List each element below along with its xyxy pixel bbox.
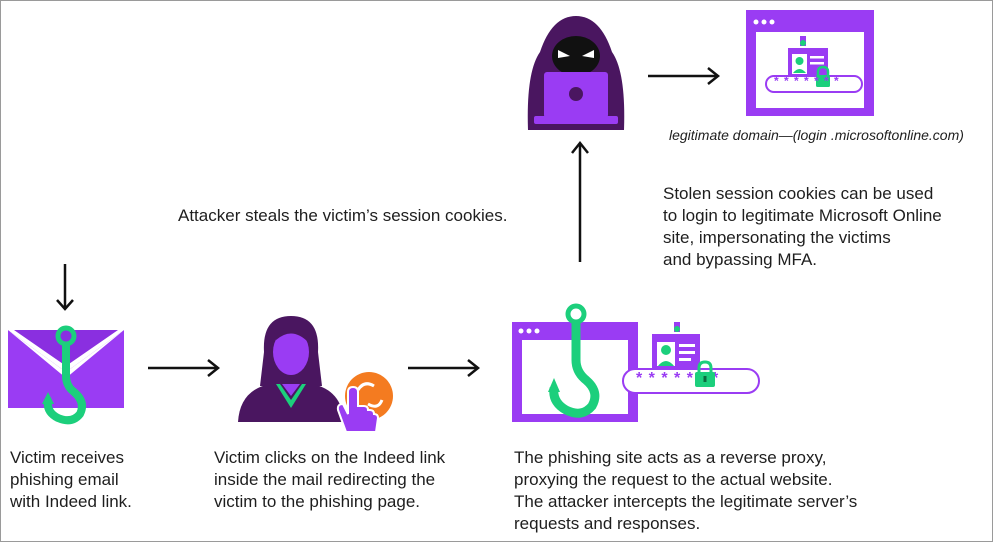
caption-legit-domain: legitimate domain—(login .microsoftonlin… [669, 127, 964, 143]
caption-line: inside the mail redirecting the [214, 470, 436, 489]
legit-password-mask: * * * * * * * [774, 74, 840, 88]
padlock-icon [695, 360, 715, 387]
caption-line: proxying the request to the actual websi… [514, 470, 833, 489]
caption-attacker-steals: Attacker steals the victim’s session coo… [178, 206, 508, 225]
arrow-victim-to-phishing-site [408, 359, 481, 377]
caption-line: The phishing site acts as a reverse prox… [514, 448, 827, 467]
arrow-email-to-victim [148, 359, 221, 377]
legit-site-icon [746, 10, 874, 116]
arrow-down-into-email [56, 264, 74, 311]
caption-line: requests and responses. [514, 514, 701, 533]
caption-stolen-cookies: Stolen session cookies can be used to lo… [663, 183, 942, 271]
password-field: * * * * * * * [622, 368, 760, 394]
caption-line: Victim receives [10, 448, 124, 467]
arrow-attacker-to-legit-site [648, 67, 721, 85]
victim-avatar-icon [238, 316, 344, 422]
arrow-site-up-to-attacker [571, 140, 589, 262]
caption-line: victim to the phishing page. [214, 492, 421, 511]
caption-line: site, impersonating the victims [663, 228, 891, 247]
caption-victim-receives: Victim receives phishing email with Inde… [10, 447, 132, 513]
hacker-icon [527, 16, 625, 130]
caption-line: Victim clicks on the Indeed link [214, 448, 446, 467]
id-badge-icon [652, 322, 700, 374]
phishing-site-icon [512, 303, 638, 422]
caption-line: to login to legitimate Microsoft Online [663, 206, 942, 225]
caption-proxy-site: The phishing site acts as a reverse prox… [514, 447, 857, 535]
caption-line: and bypassing MFA. [663, 250, 818, 269]
caption-line: phishing email [10, 470, 119, 489]
caption-line: The attacker intercepts the legitimate s… [514, 492, 858, 511]
phishing-email-icon [8, 325, 124, 425]
caption-victim-clicks: Victim clicks on the Indeed link inside … [214, 447, 445, 513]
pointer-hand-icon [336, 372, 393, 433]
caption-line: Stolen session cookies can be used [663, 184, 934, 203]
caption-line: with Indeed link. [10, 492, 132, 511]
